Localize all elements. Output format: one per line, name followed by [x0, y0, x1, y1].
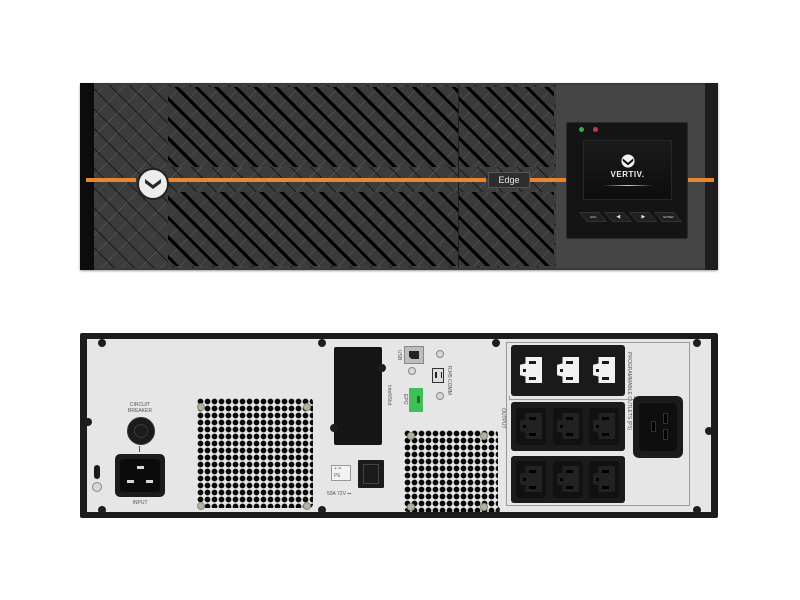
front-vents-left-lower — [168, 192, 458, 266]
socket-pin — [137, 466, 144, 469]
lcd-screen: VERTIV. — [583, 140, 672, 200]
outlet-c13[interactable] — [553, 461, 583, 498]
lcd-buttons: ESC ◀ ▶ ENTER — [578, 212, 683, 222]
screw-icon — [693, 339, 701, 347]
outlet-c13[interactable] — [589, 461, 619, 498]
port-pins-icon — [435, 372, 442, 378]
mount-screw-icon — [408, 367, 416, 375]
battery-connector[interactable] — [358, 460, 384, 488]
input-socket[interactable] — [115, 454, 165, 497]
lcd-brand-text: VERTIV. — [610, 170, 645, 179]
socket-pin — [146, 480, 153, 483]
epo-label: EPO — [402, 394, 408, 405]
intellislot-screw-icon — [378, 364, 386, 372]
intellislot-screw-icon — [330, 424, 338, 432]
accent-stripe-middle — [168, 178, 486, 182]
front-left-edge — [80, 83, 94, 270]
right-button[interactable]: ▶ — [628, 212, 658, 222]
front-right-edge — [705, 83, 718, 270]
screw-icon — [705, 427, 713, 435]
outlet-c13[interactable] — [516, 408, 546, 445]
outlet-c13[interactable] — [589, 408, 619, 445]
programmable-outlets-label: PROGRAMMABLE OUTLETS (P1) — [626, 352, 632, 431]
fan-screw-icon — [197, 403, 205, 411]
breaker-knob-icon — [134, 424, 148, 438]
left-arrow-icon: ◀ — [616, 213, 620, 220]
screw-icon — [693, 506, 701, 514]
vertiv-logo-icon — [137, 168, 169, 200]
intellislot-cover[interactable] — [334, 347, 382, 445]
screw-icon — [318, 506, 326, 514]
programmable-outlet-1[interactable] — [516, 352, 546, 389]
fan-screw-icon — [407, 503, 415, 511]
fan-grille-right — [404, 430, 498, 512]
model-badge: Edge — [488, 172, 530, 188]
intellislot-label: IntelliSlot — [386, 385, 392, 406]
socket-pin — [663, 413, 668, 424]
socket-pin — [663, 429, 668, 440]
fan-screw-icon — [480, 503, 488, 511]
accent-stripe-right-a — [530, 178, 566, 182]
fan-grille-left — [197, 398, 313, 508]
front-vents-right-lower — [459, 192, 554, 266]
programmable-bracket — [509, 396, 635, 400]
outlet-c13[interactable] — [553, 408, 583, 445]
panel-seam — [458, 85, 459, 268]
outlet-c13[interactable] — [516, 461, 546, 498]
esc-icon: ESC — [589, 214, 597, 219]
screw-icon — [84, 418, 92, 426]
input-label: INPUT — [132, 500, 148, 506]
right-arrow-icon: ▶ — [641, 213, 645, 220]
enter-icon: ENTER — [662, 214, 674, 219]
comm-port-label: RJ45 COMM — [446, 366, 452, 395]
dry-contact-port[interactable] — [432, 368, 444, 383]
accent-stripe-right-b — [686, 178, 714, 182]
socket-pin — [651, 421, 656, 432]
vertiv-chevron-icon — [145, 179, 161, 189]
ground-screw-icon — [92, 482, 102, 492]
usb-b-icon — [409, 351, 419, 359]
front-vents-left — [168, 87, 458, 167]
esc-button[interactable]: ESC — [578, 212, 608, 222]
screw-icon — [98, 339, 106, 347]
fan-screw-icon — [480, 432, 488, 440]
fan-screw-icon — [407, 432, 415, 440]
circuit-breaker-label: CIRCUIT BREAKER — [128, 402, 152, 414]
socket-pin — [127, 480, 134, 483]
usb-port[interactable] — [404, 346, 424, 364]
front-vents-right — [459, 87, 554, 167]
breaker-tick — [139, 446, 140, 452]
screw-icon — [318, 339, 326, 347]
accent-stripe-left — [86, 178, 136, 182]
epo-connector[interactable] — [409, 388, 423, 412]
fan-screw-icon — [303, 502, 311, 510]
usb-label: USB — [396, 350, 402, 361]
programmable-outlet-3[interactable] — [589, 352, 619, 389]
output-section-border — [506, 342, 690, 506]
screw-icon — [98, 506, 106, 514]
mount-screw-icon — [436, 350, 444, 358]
circuit-breaker-button[interactable] — [127, 417, 155, 445]
screw-icon — [492, 339, 500, 347]
vertiv-logo-icon — [620, 154, 635, 168]
epo-terminal-icon — [417, 396, 420, 403]
ground-lug-icon — [94, 465, 100, 479]
fan-screw-icon — [197, 502, 205, 510]
lcd-glow-line — [602, 185, 653, 186]
input-socket-face — [120, 459, 160, 492]
output-label: OUTPUT — [500, 408, 506, 429]
fan-screw-icon — [303, 403, 311, 411]
battery-rating-label: 50A 72V ⎓ — [327, 491, 352, 497]
left-button[interactable]: ◀ — [603, 212, 633, 222]
programmable-outlet-2[interactable] — [553, 352, 583, 389]
c19-face — [639, 403, 677, 451]
anderson-plug-icon — [363, 464, 379, 484]
led-green-icon — [579, 127, 584, 132]
mount-screw-icon — [436, 392, 444, 400]
enter-button[interactable]: ENTER — [653, 212, 683, 222]
outlet-c19[interactable] — [633, 396, 683, 458]
battery-polarity-icon: + =PE — [331, 465, 351, 481]
led-red-icon — [593, 127, 598, 132]
